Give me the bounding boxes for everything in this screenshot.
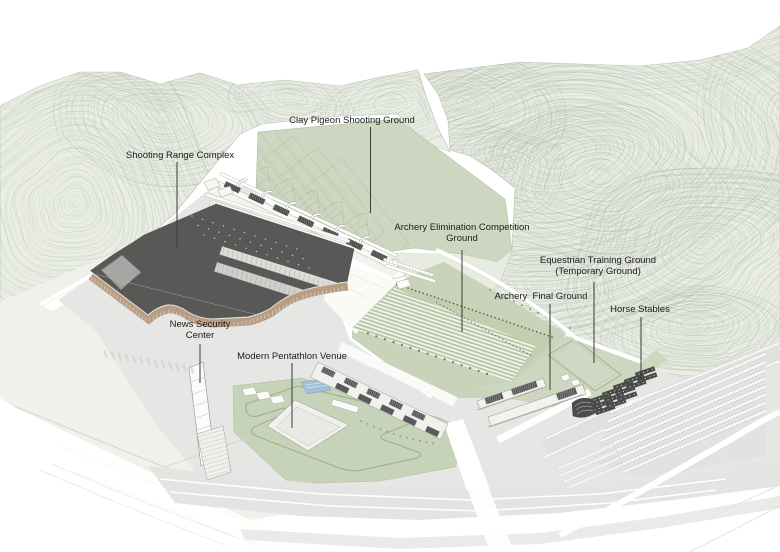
svg-text:Archery Final Ground: Archery Final Ground <box>495 291 588 302</box>
svg-text:Clay Pigeon Shooting Ground: Clay Pigeon Shooting Ground <box>289 115 415 126</box>
svg-text:Modern Pentathlon Venue: Modern Pentathlon Venue <box>237 351 347 362</box>
svg-text:Archery Elimination Competitio: Archery Elimination Competition <box>394 222 529 233</box>
svg-text:News Security: News Security <box>170 319 231 330</box>
svg-text:Horse Stables: Horse Stables <box>610 304 670 315</box>
svg-text:Equestrian Training Ground: Equestrian Training Ground <box>540 255 656 266</box>
svg-text:Shooting Range Complex: Shooting Range Complex <box>126 150 235 161</box>
svg-text:(Temporary Ground): (Temporary Ground) <box>555 266 641 277</box>
svg-text:Center: Center <box>186 330 215 341</box>
svg-text:Ground: Ground <box>446 233 478 244</box>
